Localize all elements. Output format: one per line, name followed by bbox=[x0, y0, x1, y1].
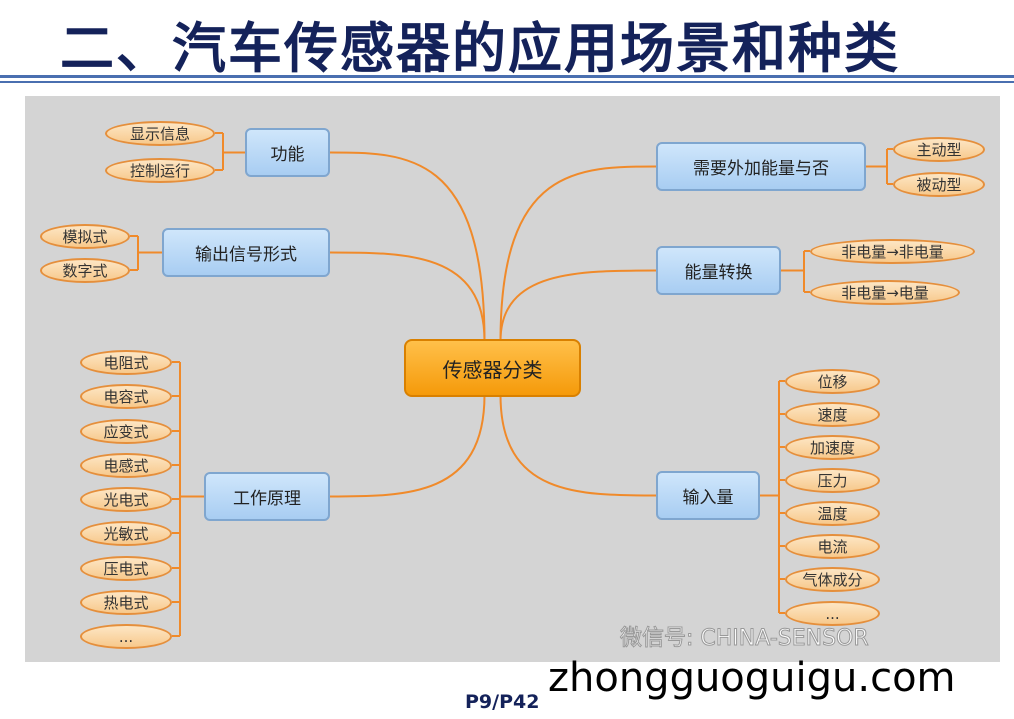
leaf-node[interactable]: 非电量→电量 bbox=[810, 280, 960, 305]
leaf-node[interactable]: 被动型 bbox=[893, 172, 985, 197]
leaf-node[interactable]: 应变式 bbox=[80, 419, 172, 444]
leaf-node[interactable]: 气体成分 bbox=[785, 567, 880, 592]
leaf-node[interactable]: 压力 bbox=[785, 468, 880, 493]
divider bbox=[0, 81, 1014, 83]
center-node[interactable]: 传感器分类 bbox=[404, 339, 581, 397]
leaf-node[interactable]: 控制运行 bbox=[105, 158, 215, 183]
watermark: 微信号: CHINA-SENSOR bbox=[620, 626, 870, 651]
leaf-node[interactable]: 电阻式 bbox=[80, 350, 172, 375]
leaf-node[interactable]: 速度 bbox=[785, 402, 880, 427]
leaf-node[interactable]: 光敏式 bbox=[80, 521, 172, 546]
connector-lines bbox=[130, 132, 893, 637]
branch-connector bbox=[499, 394, 657, 497]
leaf-node[interactable]: 电感式 bbox=[80, 453, 172, 478]
leaf-node[interactable]: 位移 bbox=[785, 369, 880, 394]
site-watermark: zhongguoguigu.com bbox=[548, 655, 956, 701]
branch-node[interactable]: 需要外加能量与否 bbox=[656, 142, 866, 191]
leaf-node[interactable]: 加速度 bbox=[785, 435, 880, 460]
branch-connector bbox=[329, 151, 486, 342]
page-number: P9/P42 bbox=[465, 691, 540, 713]
branch-node[interactable]: 功能 bbox=[245, 128, 330, 177]
page-title: 二、汽车传感器的应用场景和种类 bbox=[60, 17, 900, 80]
leaf-node[interactable]: ... bbox=[80, 624, 172, 649]
leaf-node[interactable]: 非电量→非电量 bbox=[810, 239, 975, 264]
branch-connector bbox=[499, 269, 657, 342]
leaf-node[interactable]: ... bbox=[785, 601, 880, 626]
leaf-node[interactable]: 压电式 bbox=[80, 556, 172, 581]
divider bbox=[0, 75, 1014, 78]
leaf-node[interactable]: 显示信息 bbox=[105, 121, 215, 146]
leaf-node[interactable]: 电流 bbox=[785, 534, 880, 559]
leaf-node[interactable]: 主动型 bbox=[893, 137, 985, 162]
leaf-node[interactable]: 电容式 bbox=[80, 384, 172, 409]
branch-connector bbox=[329, 394, 486, 498]
branch-connector bbox=[499, 165, 657, 342]
leaf-node[interactable]: 热电式 bbox=[80, 590, 172, 615]
leaf-node[interactable]: 模拟式 bbox=[40, 224, 130, 249]
branch-node[interactable]: 输入量 bbox=[656, 471, 760, 520]
leaf-node[interactable]: 数字式 bbox=[40, 258, 130, 283]
branch-connector bbox=[329, 251, 486, 342]
branch-node[interactable]: 工作原理 bbox=[204, 472, 330, 521]
leaf-node[interactable]: 温度 bbox=[785, 501, 880, 526]
branch-node[interactable]: 能量转换 bbox=[656, 246, 781, 295]
mind-map: 功能 显示信息控制运行输出信号形式 模拟式数字式工作原理 电阻式电容式应变式电感式光电… bbox=[25, 96, 1000, 662]
leaf-node[interactable]: 光电式 bbox=[80, 487, 172, 512]
branch-node[interactable]: 输出信号形式 bbox=[162, 228, 330, 277]
